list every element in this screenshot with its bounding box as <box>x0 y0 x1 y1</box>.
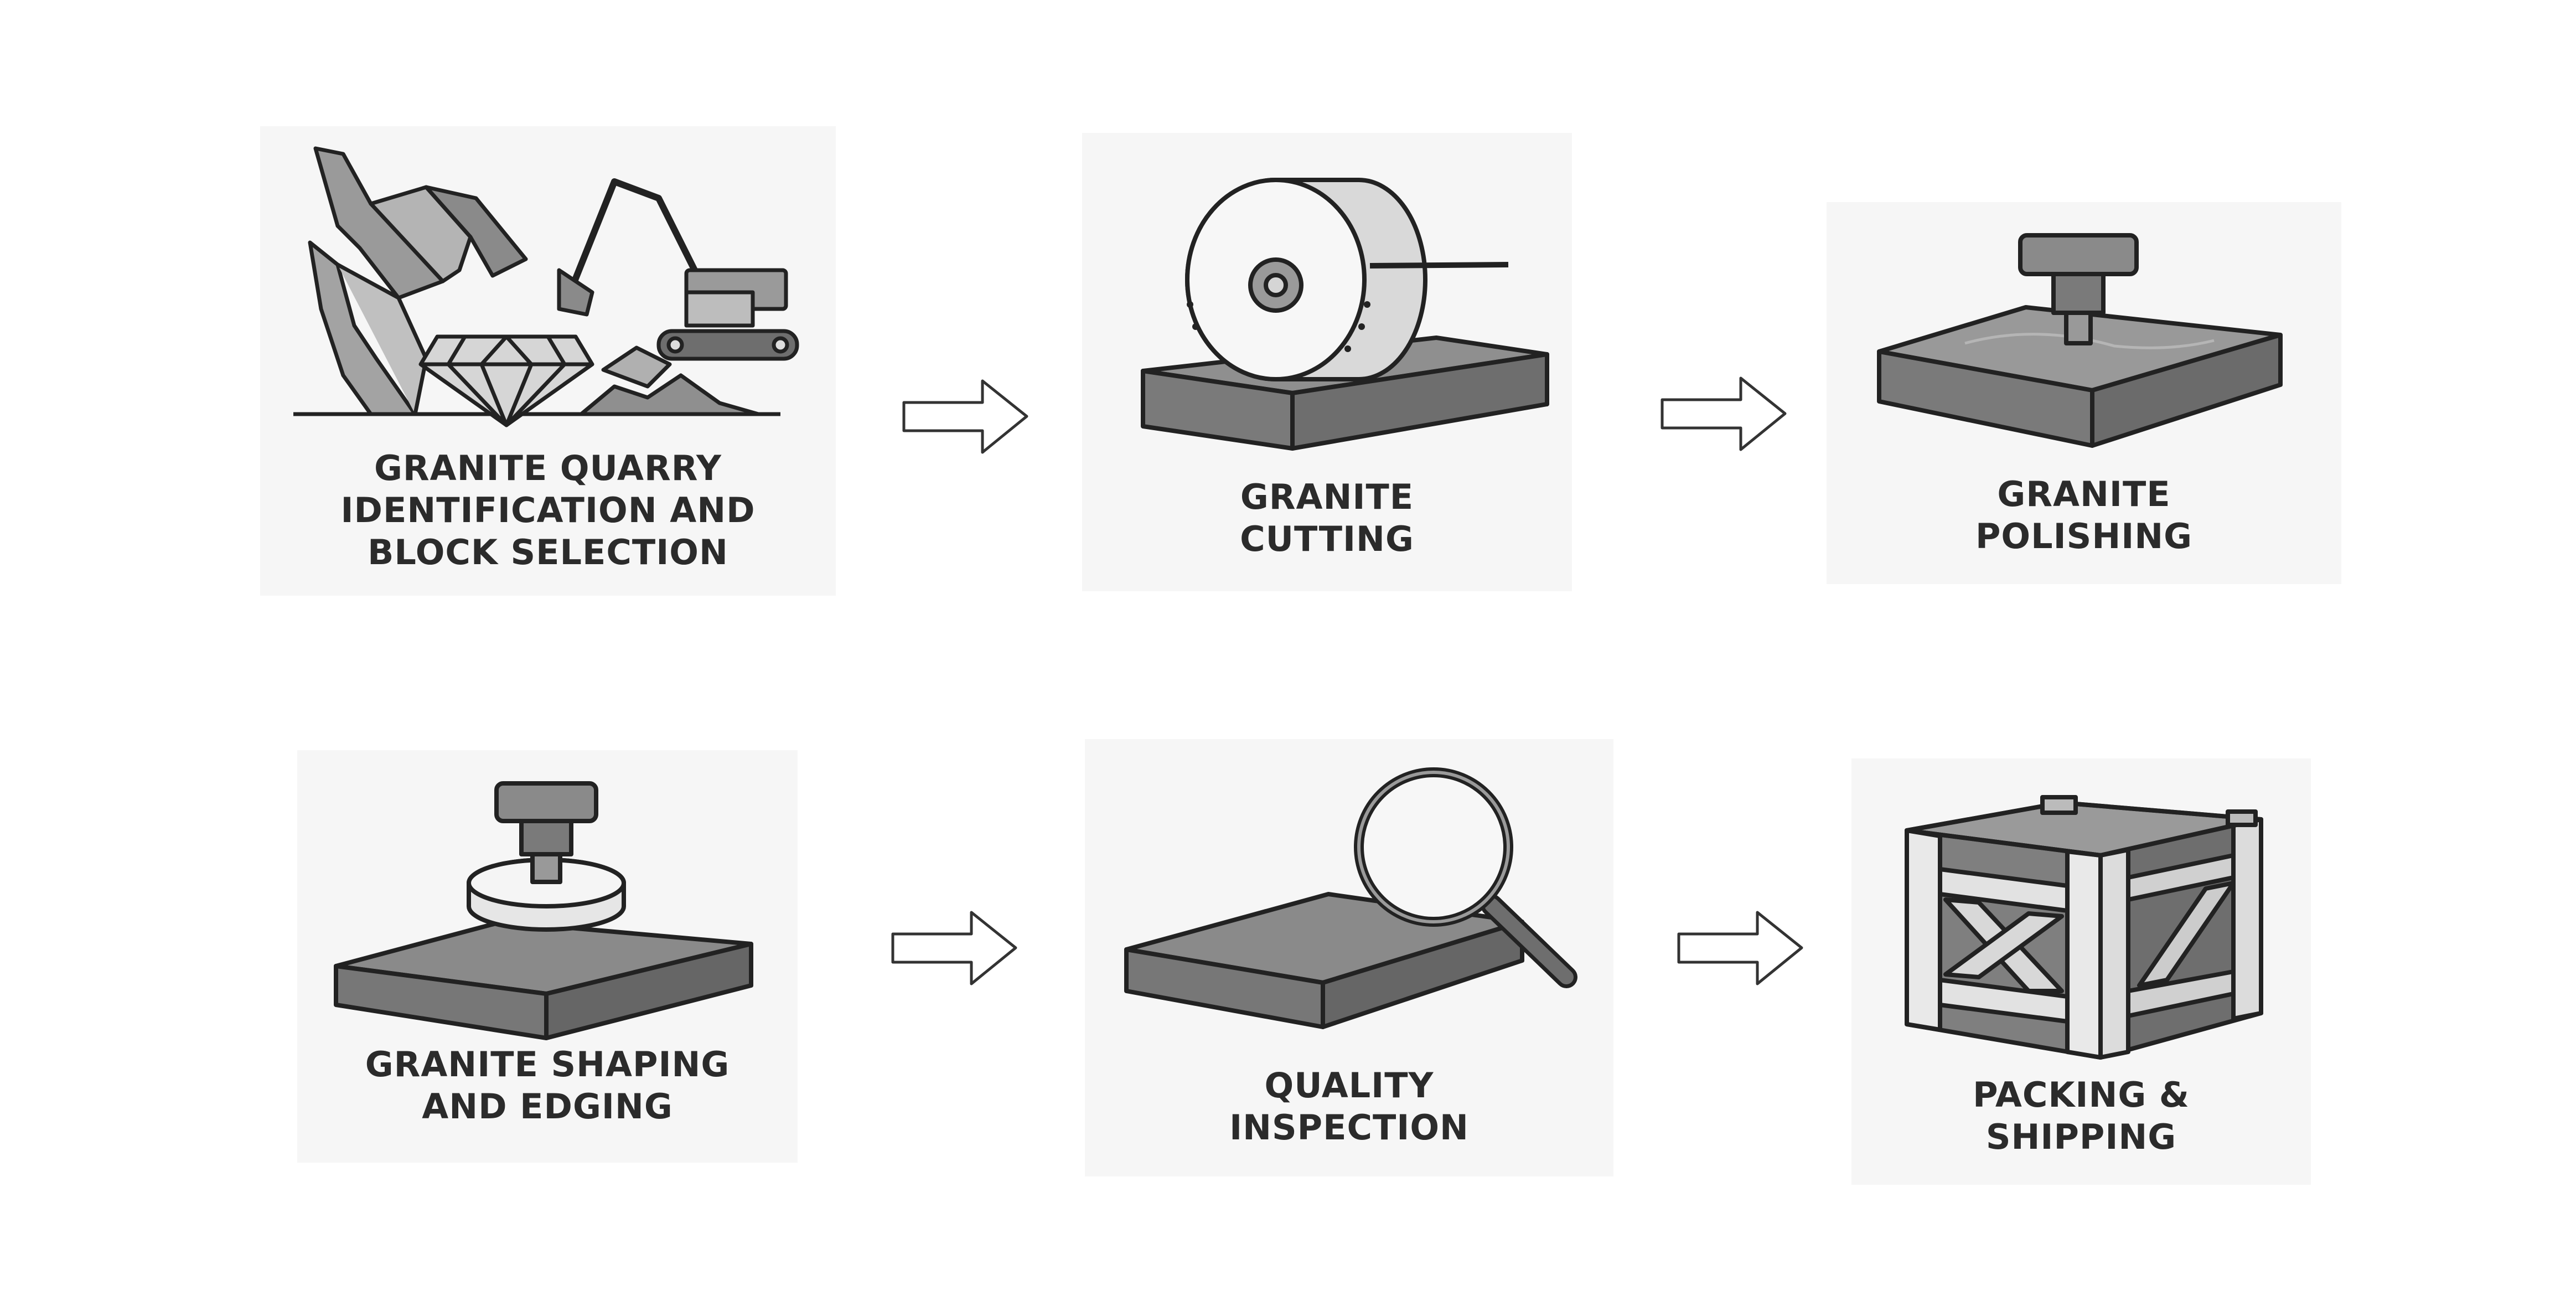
step-label-line: GRANITE <box>1240 477 1414 517</box>
step-label-line: GRANITE SHAPING <box>365 1044 730 1085</box>
step-card-cutting: GRANITE CUTTING <box>1082 133 1572 591</box>
step-label-cutting: GRANITE CUTTING <box>1082 476 1572 560</box>
step-label-quarry: GRANITE QUARRY IDENTIFICATION AND BLOCK … <box>260 447 836 574</box>
step-card-packing: PACKING & SHIPPING <box>1851 758 2311 1185</box>
step-card-inspection: QUALITY INSPECTION <box>1085 739 1613 1176</box>
step-card-shaping: GRANITE SHAPING AND EDGING <box>297 750 798 1163</box>
step-card-quarry: GRANITE QUARRY IDENTIFICATION AND BLOCK … <box>260 126 836 596</box>
step-label-line: QUALITY <box>1264 1065 1434 1106</box>
step-label-line: GRANITE <box>1997 474 2171 514</box>
step-card-polishing: GRANITE POLISHING <box>1827 202 2341 584</box>
right-arrow-icon <box>902 379 1028 454</box>
quarry-excavator-icon <box>293 146 799 427</box>
polisher-icon <box>1877 233 2283 448</box>
step-label-inspection: QUALITY INSPECTION <box>1085 1065 1613 1149</box>
step-label-packing: PACKING & SHIPPING <box>1851 1074 2311 1158</box>
step-label-line: AND EDGING <box>422 1086 673 1127</box>
step-label-polishing: GRANITE POLISHING <box>1827 473 2341 557</box>
crate-icon <box>1905 795 2263 1060</box>
step-label-line: POLISHING <box>1975 516 2193 556</box>
step-label-line: PACKING & <box>1973 1075 2190 1115</box>
right-arrow-icon <box>891 911 1017 985</box>
step-label-line: INSPECTION <box>1229 1107 1469 1148</box>
step-label-line: CUTTING <box>1240 519 1414 559</box>
step-label-line: BLOCK SELECTION <box>368 532 728 572</box>
right-arrow-icon <box>1677 911 1803 985</box>
step-label-line: IDENTIFICATION AND <box>340 490 756 530</box>
edging-disc-icon <box>334 781 753 1040</box>
circular-saw-icon <box>1141 178 1549 451</box>
step-label-shaping: GRANITE SHAPING AND EDGING <box>297 1044 798 1128</box>
magnifier-icon <box>1124 767 1577 1029</box>
step-label-line: SHIPPING <box>1985 1117 2177 1157</box>
right-arrow-icon <box>1661 376 1787 451</box>
step-label-line: GRANITE QUARRY <box>374 448 722 488</box>
